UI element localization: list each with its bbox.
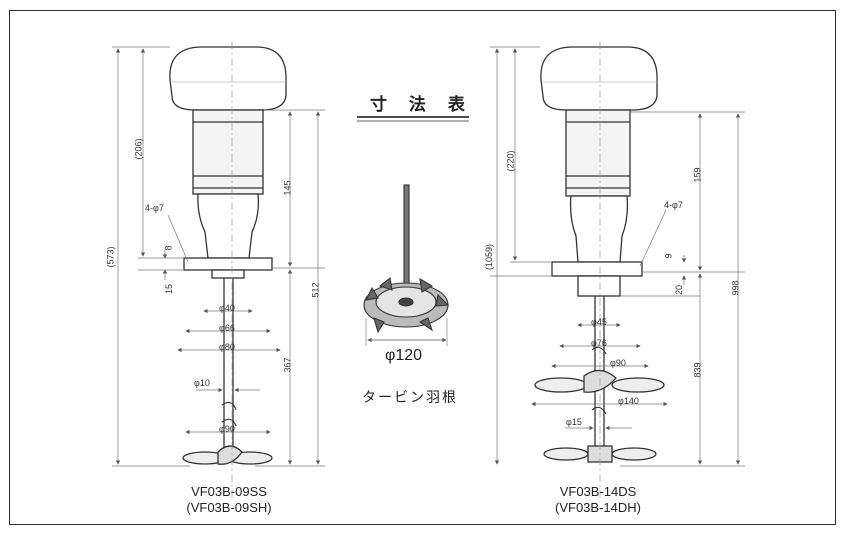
turbine-impeller-illustration: [357, 116, 469, 346]
right-diameter-140: φ140: [618, 396, 639, 406]
right-model-variant: (VF03B-14DH): [555, 500, 641, 515]
left-diameter-40: φ40: [219, 303, 235, 313]
right-body-height: 159: [692, 167, 703, 183]
left-model-variant: (VF03B-09SH): [186, 500, 272, 515]
right-diameter-90: φ90: [610, 358, 626, 368]
dimension-table-title: 寸 法 表: [370, 95, 473, 115]
left-body-height: 145: [282, 180, 293, 196]
right-flange-gap: 20: [674, 284, 685, 296]
left-lower-length: 367: [282, 357, 293, 373]
right-diameter-15: φ15: [566, 417, 582, 427]
drawing-frame: [9, 10, 836, 525]
left-diameter-90: φ90: [219, 424, 235, 434]
right-mixer-drawing: [534, 46, 665, 463]
right-overall-height: (1059): [484, 243, 495, 271]
right-shaft-length: 998: [730, 280, 741, 296]
right-lower-length: 839: [692, 362, 703, 378]
left-model-name: VF03B-09SS: [191, 484, 267, 499]
right-flange-thickness: 9: [663, 253, 674, 259]
right-bolt-holes: 4-φ7: [664, 200, 683, 210]
left-flange-gap: 15: [164, 283, 175, 295]
left-mixer-drawing: [169, 46, 287, 465]
right-diameter-76: φ76: [591, 338, 607, 348]
left-diameter-80: φ80: [219, 342, 235, 352]
turbine-diameter-label: φ120: [385, 347, 423, 364]
left-bolt-holes: 4-φ7: [145, 203, 164, 213]
right-model-name: VF03B-14DS: [559, 484, 637, 499]
left-diameter-66: φ66: [219, 323, 235, 333]
left-overall-height: (573): [105, 246, 116, 268]
left-flange-thickness: 8: [163, 245, 174, 251]
right-dimension-lines: [490, 42, 745, 500]
left-diameter-10: φ10: [194, 378, 210, 388]
right-diameter-45: φ45: [591, 317, 607, 327]
turbine-blade-label: タービン羽根: [362, 390, 458, 406]
right-head-height: (220): [505, 150, 516, 172]
left-head-height: (206): [133, 138, 144, 160]
left-dimension-lines: [112, 42, 325, 500]
left-shaft-length: 512: [310, 282, 321, 298]
